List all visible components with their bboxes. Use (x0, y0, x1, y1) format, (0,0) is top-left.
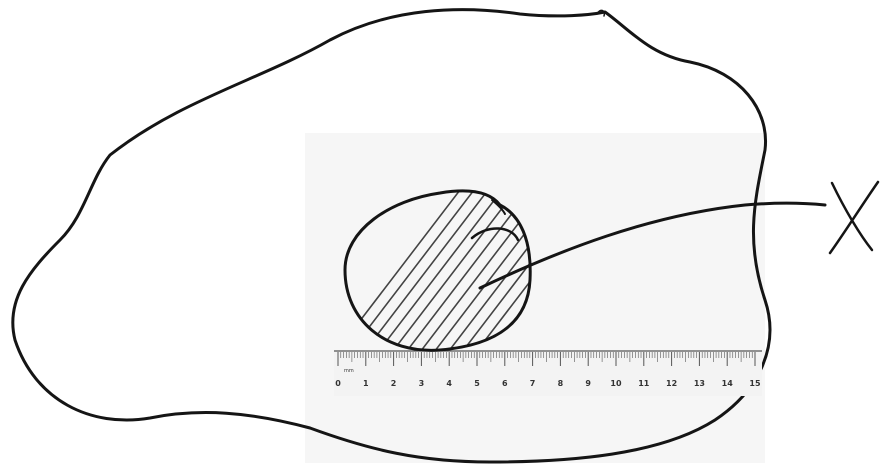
ruler-tick-label: 15 (749, 379, 761, 388)
callout-label-x: X (830, 182, 878, 253)
ruler-body (334, 350, 762, 396)
ruler-unit-label: mm (344, 368, 354, 374)
ruler-tick-label: 0 (335, 379, 341, 388)
ruler-tick-label: 12 (666, 379, 677, 388)
ruler-tick-label: 7 (530, 379, 536, 388)
ruler-tick-label: 4 (446, 379, 452, 388)
ruler-tick-label: 3 (419, 379, 425, 388)
ruler-tick-label: 10 (610, 379, 622, 388)
ruler-tick-label: 9 (585, 379, 591, 388)
ruler-tick-label: 5 (474, 379, 480, 388)
ruler-tick-label: 1 (363, 379, 369, 388)
ruler-tick-label: 14 (722, 379, 734, 388)
ruler-tick-label: 8 (558, 379, 564, 388)
ruler-tick-label: 11 (638, 379, 650, 388)
scan-tint (305, 133, 765, 463)
ruler-tick-label: 2 (391, 379, 397, 388)
ruler-tick-label: 6 (502, 379, 508, 388)
ruler-tick-label: 13 (694, 379, 705, 388)
